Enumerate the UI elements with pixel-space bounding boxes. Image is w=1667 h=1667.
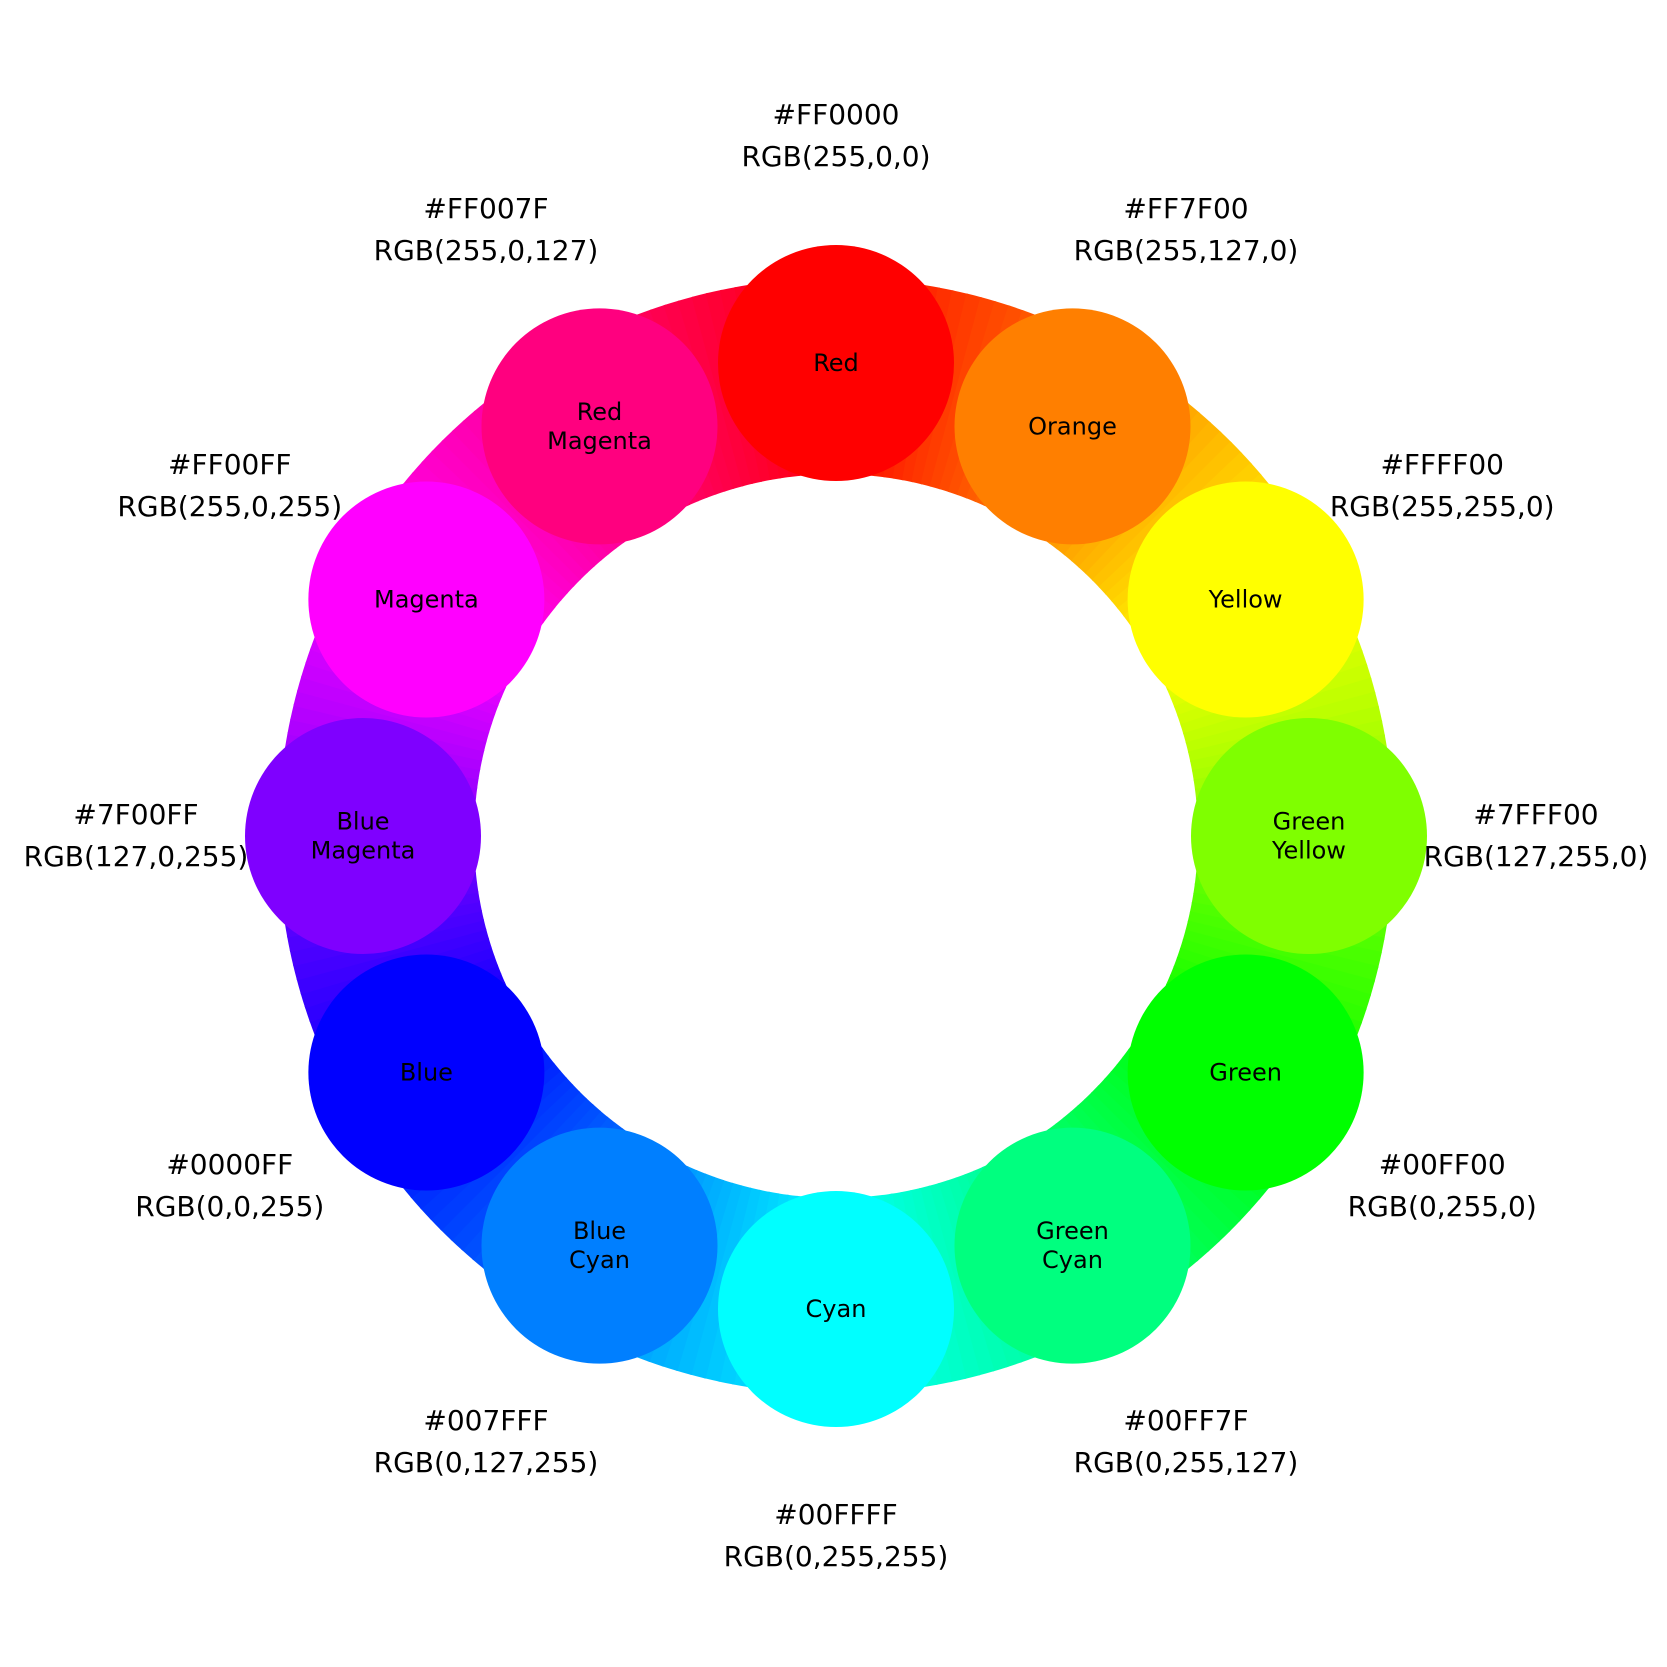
hex-code: #FF7F00 bbox=[1123, 191, 1249, 225]
rgb-code: RGB(0,255,127) bbox=[1073, 1446, 1299, 1480]
color-swatch-green: Green bbox=[1127, 954, 1364, 1191]
swatch-circle bbox=[308, 481, 545, 718]
swatch-name: Orange bbox=[1028, 412, 1117, 440]
swatch-name: Green bbox=[1209, 1059, 1282, 1087]
color-swatch-orange: Orange bbox=[954, 308, 1191, 545]
swatch-circle bbox=[245, 718, 481, 954]
swatch-circle bbox=[954, 1127, 1191, 1364]
hex-code: #FFFF00 bbox=[1380, 448, 1504, 481]
swatch-circle bbox=[1127, 954, 1364, 1191]
rgb-code: RGB(0,255,0) bbox=[1347, 1190, 1537, 1223]
color-swatch-yellow: Yellow bbox=[1127, 481, 1364, 718]
swatch-name: Green bbox=[1273, 808, 1346, 836]
ring-segment bbox=[689, 1185, 752, 1379]
swatch-name: Yellow bbox=[1271, 837, 1346, 865]
color-swatch-red: Red bbox=[718, 245, 954, 481]
swatch-name: Red bbox=[813, 349, 859, 377]
color-swatch-cyan: Cyan bbox=[718, 1191, 954, 1427]
rgb-code: RGB(127,255,0) bbox=[1423, 840, 1649, 873]
swatch-circle bbox=[1191, 718, 1427, 954]
swatch-circle bbox=[481, 1127, 718, 1364]
swatch-name: Blue bbox=[400, 1059, 453, 1087]
rgb-code: RGB(255,0,0) bbox=[741, 140, 931, 173]
hex-code: #FF00FF bbox=[168, 448, 292, 481]
color-code-magenta: #FF00FF RGB(255,0,255) bbox=[117, 444, 342, 528]
color-code-red-magenta: #FF007F RGB(255,0,127) bbox=[374, 188, 599, 272]
swatch-name: Magenta bbox=[311, 837, 416, 865]
rgb-code: RGB(0,255,255) bbox=[723, 1540, 949, 1573]
swatch-name: Yellow bbox=[1208, 586, 1283, 614]
rgb-code: RGB(0,127,255) bbox=[373, 1446, 599, 1480]
color-code-blue: #0000FF RGB(0,0,255) bbox=[135, 1144, 324, 1228]
swatch-name: Green bbox=[1036, 1217, 1109, 1245]
swatch-circle bbox=[718, 1191, 954, 1427]
swatch-name: Blue bbox=[573, 1217, 626, 1245]
swatch-name: Cyan bbox=[806, 1295, 867, 1323]
hex-code: #7F00FF bbox=[73, 798, 199, 831]
hex-code: #FF007F bbox=[423, 191, 549, 225]
hex-code: #007FFF bbox=[423, 1404, 549, 1438]
color-code-blue-cyan: #007FFF RGB(0,127,255) bbox=[374, 1400, 599, 1484]
color-swatches: OrangeYellowGreenYellowGreenGreenCyanCya… bbox=[245, 245, 1427, 1427]
swatch-circle bbox=[954, 308, 1191, 545]
swatch-circle bbox=[1127, 481, 1364, 718]
hex-code: #0000FF bbox=[166, 1148, 294, 1181]
rgb-code: RGB(255,0,127) bbox=[373, 233, 599, 267]
rgb-code: RGB(0,0,255) bbox=[135, 1190, 325, 1223]
color-code-cyan: #00FFFF RGB(0,255,255) bbox=[724, 1494, 949, 1578]
rgb-code: RGB(255,0,255) bbox=[117, 490, 343, 523]
swatch-name: Cyan bbox=[1042, 1246, 1103, 1274]
swatch-name: Cyan bbox=[569, 1246, 630, 1274]
swatch-name: Magenta bbox=[374, 586, 479, 614]
hex-code: #00FF00 bbox=[1378, 1148, 1506, 1181]
swatch-name: Magenta bbox=[547, 427, 652, 455]
hex-code: #FF0000 bbox=[772, 98, 900, 131]
rgb-code: RGB(255,255,0) bbox=[1329, 490, 1555, 523]
ring-segment bbox=[293, 689, 487, 752]
hex-code: #7FFF00 bbox=[1473, 798, 1599, 831]
color-code-blue-magenta: #7F00FF RGB(127,0,255) bbox=[24, 794, 249, 878]
swatch-circle bbox=[481, 308, 718, 545]
color-code-green-cyan: #00FF7F RGB(0,255,127) bbox=[1074, 1400, 1299, 1484]
swatch-name: Blue bbox=[336, 808, 389, 836]
ring-segment bbox=[920, 293, 983, 487]
swatch-circle bbox=[308, 954, 545, 1191]
hex-code: #00FFFF bbox=[774, 1498, 898, 1531]
color-swatch-magenta: Magenta bbox=[308, 481, 545, 718]
hex-code: #00FF7F bbox=[1123, 1404, 1249, 1438]
swatch-circle bbox=[718, 245, 954, 481]
ring-segment bbox=[1185, 920, 1379, 983]
swatch-name: Red bbox=[577, 398, 623, 426]
rgb-code: RGB(127,0,255) bbox=[23, 840, 249, 873]
rgb-code: RGB(255,127,0) bbox=[1073, 233, 1299, 267]
color-swatch-blue: Blue bbox=[308, 954, 545, 1191]
